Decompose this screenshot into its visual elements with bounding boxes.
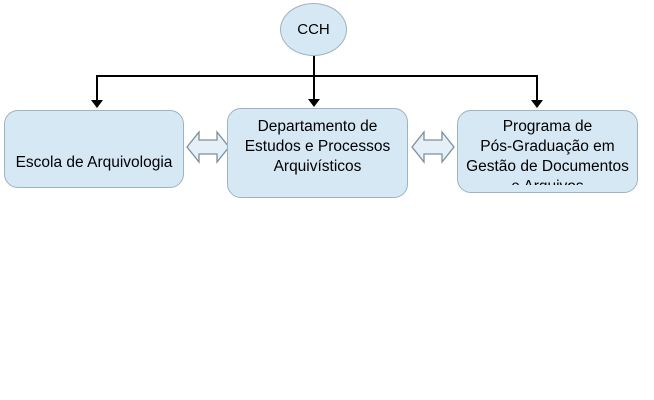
node-label-line: Gestão de Documentos xyxy=(466,158,629,175)
connector-drop-left xyxy=(96,75,98,101)
arrowhead-down-icon xyxy=(531,100,543,108)
node-departamento-estudos-processos: Departamento de Estudos e Processos Arqu… xyxy=(227,108,408,198)
connector-crossbar xyxy=(96,75,538,77)
connector-trunk xyxy=(313,56,315,101)
node-label-line: Programa de xyxy=(502,118,593,135)
connector-drop-right xyxy=(536,75,538,101)
double-arrow-icon xyxy=(186,130,230,164)
root-node-label: CCH xyxy=(297,21,330,38)
node-label-line: Escola de Arquivologia xyxy=(15,154,173,171)
root-node: CCH xyxy=(280,3,347,56)
node-label: Departamento de Estudos e Processos Arqu… xyxy=(228,109,407,177)
arrowhead-down-icon xyxy=(308,99,320,107)
node-label-line: Pós-Graduação em xyxy=(480,138,615,155)
node-label-line: Estudos e Processos xyxy=(244,138,391,155)
node-label-line-clipped: e Arquivos xyxy=(458,177,637,185)
double-arrow-icon xyxy=(411,130,455,164)
node-label-line: Arquivísticos xyxy=(273,158,362,175)
arrowhead-down-icon xyxy=(91,100,103,108)
node-label-line: Departamento de xyxy=(257,118,378,135)
node-label: Escola de Arquivologia xyxy=(5,111,183,173)
node-programa-pos-graduacao: Programa de Pós-Graduação em Gestão de D… xyxy=(457,110,638,193)
node-label: Programa de Pós-Graduação em Gestão de D… xyxy=(458,117,637,185)
node-escola-de-arquivologia: Escola de Arquivologia xyxy=(4,110,184,188)
